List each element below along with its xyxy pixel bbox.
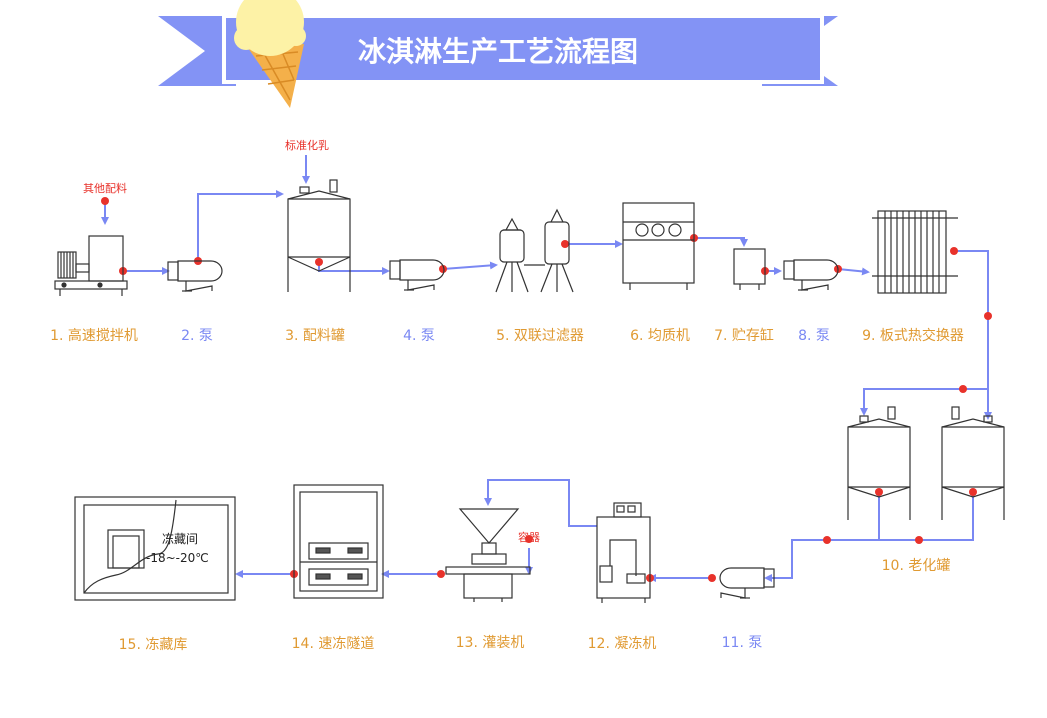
aging-tank-icon-left [847, 406, 911, 520]
pump-icon-2 [167, 260, 223, 292]
quick-freezing-tunnel-icon [293, 484, 384, 599]
step-label-2: 2. 泵 [181, 328, 213, 344]
cold-storage-icon [74, 496, 236, 601]
flow-lines [101, 155, 992, 582]
cold-room-name: 冻藏间 [162, 531, 198, 546]
cold-room-temp: -18~-20℃ [146, 551, 209, 565]
connection-nodes [101, 197, 992, 582]
ice-cream-freezer-icon [596, 502, 651, 603]
note-container: 容器 [518, 530, 540, 544]
duplex-filter-icon [495, 208, 574, 293]
plate-heat-exchanger-icon [872, 210, 958, 294]
high-speed-mixer-icon [54, 235, 128, 296]
pump-icon-11 [719, 567, 775, 599]
step-label-8: 8. 泵 [798, 328, 830, 344]
step-label-5: 5. 双联过滤器 [496, 328, 584, 344]
step-label-14: 14. 速冻隧道 [292, 635, 375, 652]
step-label-6: 6. 均质机 [630, 328, 690, 344]
note-other-ingredients: 其他配料 [83, 181, 127, 195]
step-label-12: 12. 凝冻机 [588, 635, 657, 652]
filling-machine-icon [445, 508, 531, 602]
step-label-7: 7. 贮存缸 [714, 327, 774, 344]
pump-icon-4 [389, 259, 445, 291]
title-banner [158, 13, 838, 86]
pump-icon-8 [783, 259, 839, 291]
step-label-9: 9. 板式热交换器 [862, 327, 964, 344]
step-label-15: 15. 冻藏库 [119, 636, 188, 653]
step-label-4: 4. 泵 [403, 328, 435, 344]
step-label-10: 10. 老化罐 [882, 558, 951, 574]
ice-cream-cone-icon [234, 0, 306, 108]
step-label-13: 13. 灌装机 [456, 635, 525, 651]
step-label-3: 3. 配料罐 [285, 328, 345, 344]
storage-cylinder-icon [733, 248, 766, 290]
aging-tank-icon-right [941, 406, 1005, 520]
step-labels: 1. 高速搅拌机 2. 泵 3. 配料罐 4. 泵 5. 双联过滤器 6. 均质… [50, 327, 964, 653]
step-label-1: 1. 高速搅拌机 [50, 327, 138, 344]
page-title: 冰淇淋生产工艺流程图 [358, 35, 638, 68]
note-standardized-milk: 标准化乳 [285, 138, 329, 152]
homogenizer-icon [622, 202, 695, 290]
step-label-11: 11. 泵 [722, 635, 763, 651]
batching-tank-icon [287, 179, 351, 292]
